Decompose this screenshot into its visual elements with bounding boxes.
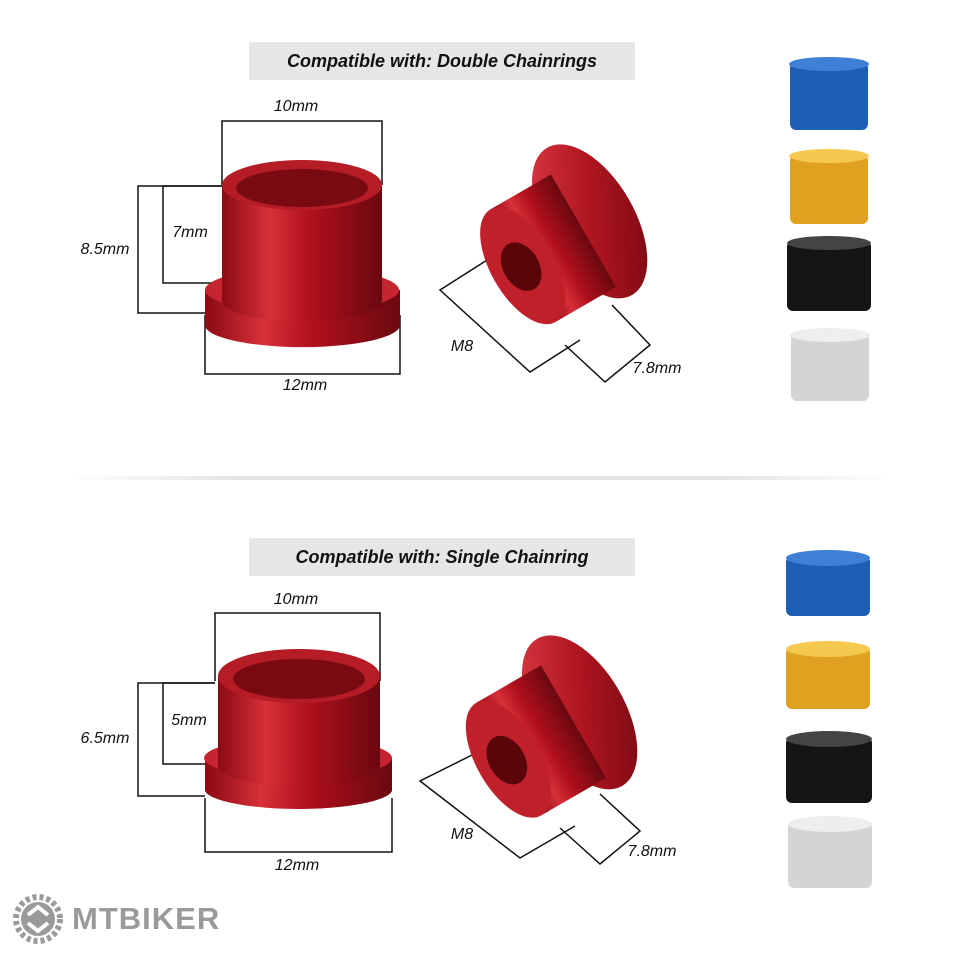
compatibility-banner: Compatible with: Double Chainrings [249,42,635,80]
silver-variant [790,328,870,401]
bolt-length-label: 7.8mm [627,843,677,860]
thread-label: M8 [450,338,474,355]
flange-width-label: 12mm [274,857,320,874]
nut-illustration [204,649,392,809]
blue-variant [789,57,869,130]
flange-width-label: 12mm [282,377,328,394]
dimension-drawing [137,120,652,383]
watermark-logo: MTBIKER [12,893,220,945]
black-variant [787,236,871,311]
blue-variant [786,550,870,616]
bolt-length-label: 7.8mm [632,360,682,377]
color-variants [787,57,871,401]
thread-label: M8 [450,826,474,843]
gold-variant [786,641,870,709]
bolt-illustration [480,144,648,325]
gold-variant [789,149,869,224]
compatibility-banner: Compatible with: Single Chainring [249,538,635,576]
nut-width-label: 10mm [273,591,319,608]
color-variants [786,550,872,888]
total-height-label: 8.5mm [80,241,130,258]
dimension-drawing [137,612,642,865]
section-single-chainring: Compatible with: Single Chainring 10mm 5… [0,496,960,960]
section-double-chainrings: Compatible with: Double Chainrings 10mm … [80,42,871,401]
inner-height-label: 5mm [171,712,207,729]
gear-icon [13,894,63,944]
section-divider [70,476,890,480]
bolt-illustration [465,635,638,818]
black-variant [786,731,872,803]
inner-height-label: 7mm [172,224,208,241]
silver-variant [788,816,872,888]
watermark-text: MTBIKER [72,901,221,936]
total-height-label: 6.5mm [80,730,130,747]
nut-width-label: 10mm [273,98,319,115]
nut-illustration [205,160,400,348]
